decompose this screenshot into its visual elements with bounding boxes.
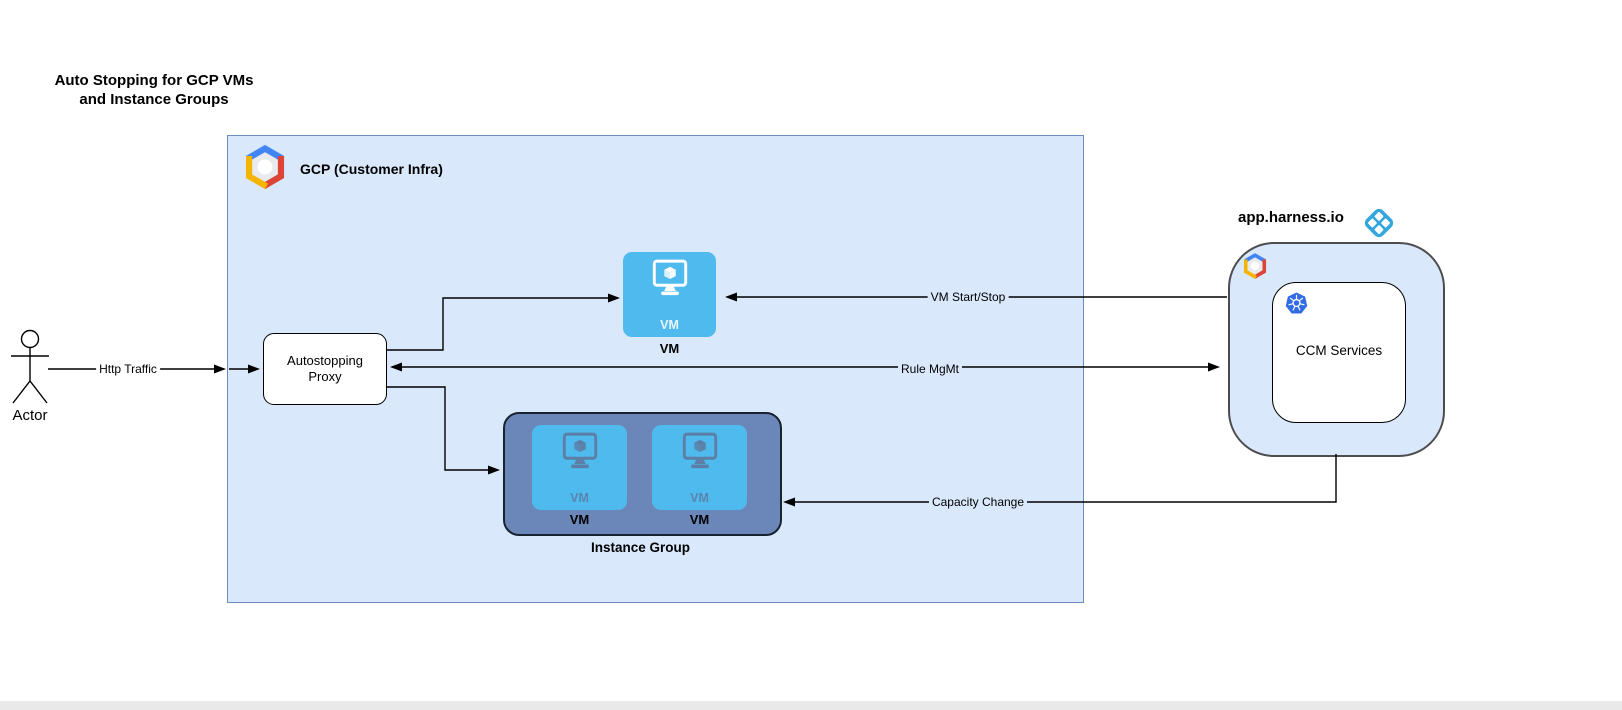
diagram-title-line1: Auto Stopping for GCP VMs: [54, 72, 254, 89]
diagram-title: Auto Stopping for GCP VMs and Instance G…: [42, 71, 266, 109]
harness-container: CCM Services: [1228, 242, 1445, 457]
vm-monitor-icon: [652, 259, 687, 296]
harness-label: app.harness.io: [1238, 209, 1344, 226]
instance-group-vm-1-caption: VM: [569, 512, 590, 527]
actor-figure: [11, 329, 49, 404]
vm-monitor-icon: [562, 432, 597, 469]
edge-label-capacity-change: Capacity Change: [928, 495, 1028, 509]
ccm-services-node: CCM Services: [1272, 282, 1406, 423]
edge-label-rule-mgmt: Rule MgMt: [897, 362, 963, 376]
instance-group-vm-2-caption: VM: [689, 512, 710, 527]
edge-label-vm-start-stop: VM Start/Stop: [927, 290, 1009, 304]
instance-group-node: VM VM VM VM: [503, 412, 782, 536]
kubernetes-icon: [1285, 292, 1308, 314]
vm-inner-label: VM: [570, 491, 589, 505]
ccm-services-label: CCM Services: [1295, 343, 1383, 358]
vm-inner-label: VM: [690, 491, 709, 505]
harness-logo-icon: [1364, 208, 1394, 238]
gcp-container-label: GCP (Customer Infra): [300, 161, 443, 177]
autostopping-proxy-label: Autostopping Proxy: [287, 353, 363, 384]
vm-node: VM: [623, 252, 716, 337]
google-cloud-logo-icon: [245, 144, 285, 190]
diagram-title-line2: and Instance Groups: [79, 91, 229, 108]
google-cloud-logo-icon: [1243, 253, 1267, 279]
vm-inner-label: VM: [660, 318, 679, 332]
autostopping-proxy-node: Autostopping Proxy: [263, 333, 387, 405]
vm-monitor-icon: [682, 432, 717, 469]
actor-caption: Actor: [12, 407, 48, 424]
vm-caption: VM: [659, 341, 680, 356]
bottom-edge-strip: [0, 701, 1622, 710]
instance-group-caption: Instance Group: [590, 540, 690, 555]
instance-group-vm-2: VM: [652, 425, 747, 510]
instance-group-vm-1: VM: [532, 425, 627, 510]
edge-label-http-traffic: Http Traffic: [96, 362, 160, 376]
